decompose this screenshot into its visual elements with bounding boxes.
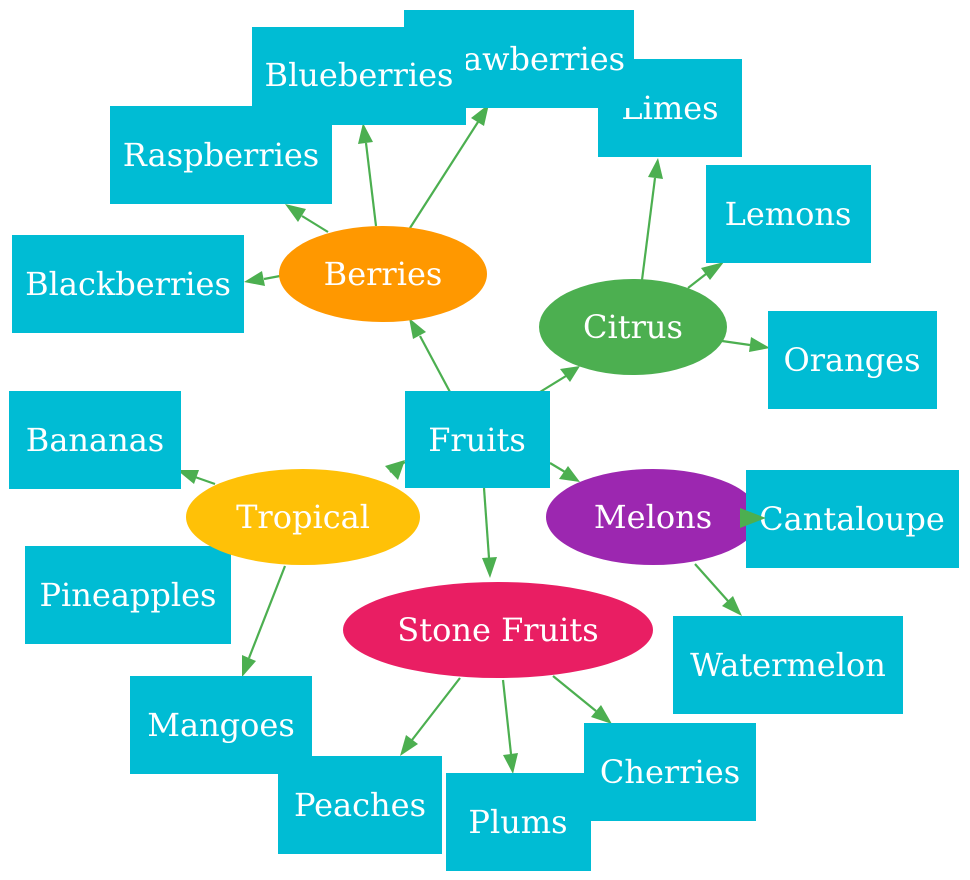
edge-fruits-stone xyxy=(482,487,497,578)
node-fruits-label: Fruits xyxy=(428,421,526,459)
leaf-nodes: Raspberries Blackberries Bananas Pineapp… xyxy=(9,10,937,871)
node-stone-fruits-label: Stone Fruits xyxy=(397,611,598,649)
node-blackberries-label: Blackberries xyxy=(25,265,231,303)
edge-tropical-bananas xyxy=(177,470,216,486)
node-blackberries: Blackberries xyxy=(12,235,244,333)
edge-citrus-oranges xyxy=(721,337,770,352)
node-citrus-label: Citrus xyxy=(583,308,683,346)
node-tropical: Tropical xyxy=(186,469,420,565)
node-berries-label: Berries xyxy=(324,255,443,293)
edge-berries-blackberries xyxy=(244,271,281,286)
node-oranges: Oranges xyxy=(768,311,937,409)
node-limes-label: Limes xyxy=(621,89,718,127)
node-citrus: Citrus xyxy=(539,279,727,375)
node-fruits-root: Fruits xyxy=(405,391,550,488)
node-blueberries-label: Blueberries xyxy=(265,56,454,94)
node-berries: Berries xyxy=(279,226,487,322)
node-cantaloupe: Cantaloupe xyxy=(746,470,959,568)
edge-fruits-berries xyxy=(409,318,451,393)
node-lemons: Lemons xyxy=(706,165,871,263)
node-raspberries-label: Raspberries xyxy=(123,136,319,174)
node-plums: Plums xyxy=(446,773,591,871)
node-cherries: Cherries xyxy=(584,723,756,821)
node-pineapples: Pineapples xyxy=(25,546,231,644)
node-tropical-label: Tropical xyxy=(236,498,370,536)
edge-fruits-melons xyxy=(549,462,580,482)
node-melons: Melons xyxy=(546,469,760,565)
node-mangoes-label: Mangoes xyxy=(147,706,295,744)
node-plums-label: Plums xyxy=(468,803,567,841)
edge-melons-watermelon xyxy=(694,563,742,616)
node-lemons-label: Lemons xyxy=(725,195,852,233)
node-watermelon: Watermelon xyxy=(673,616,903,714)
edge-stone-cherries xyxy=(552,675,612,724)
node-watermelon-label: Watermelon xyxy=(690,646,886,684)
node-cherries-label: Cherries xyxy=(600,753,740,791)
edge-fruits-citrus xyxy=(539,366,580,393)
node-blueberries: Blueberries xyxy=(252,27,466,125)
node-stone-fruits: Stone Fruits xyxy=(343,582,653,678)
node-cantaloupe-label: Cantaloupe xyxy=(759,500,945,538)
node-melons-label: Melons xyxy=(594,498,712,536)
edge-tropical-mangoes xyxy=(242,565,287,677)
edge-citrus-limes xyxy=(640,158,663,281)
node-peaches: Peaches xyxy=(278,756,442,854)
node-oranges-label: Oranges xyxy=(783,341,920,379)
edge-stone-peaches xyxy=(400,677,461,756)
cantaloupe-arrowhead xyxy=(740,508,766,528)
edge-citrus-lemons xyxy=(687,262,724,289)
node-bananas: Bananas xyxy=(9,391,181,489)
edge-fruits-tropical xyxy=(385,460,406,480)
edge-berries-blueberries xyxy=(358,123,378,227)
edge-berries-raspberries xyxy=(285,204,329,233)
node-peaches-label: Peaches xyxy=(294,786,426,824)
edge-berries-strawberries xyxy=(409,104,489,229)
node-bananas-label: Bananas xyxy=(26,421,164,459)
node-pineapples-label: Pineapples xyxy=(40,576,217,614)
edge-stone-plums xyxy=(501,679,518,774)
category-nodes: Berries Citrus Tropical Stone Fruits Mel… xyxy=(186,226,760,678)
